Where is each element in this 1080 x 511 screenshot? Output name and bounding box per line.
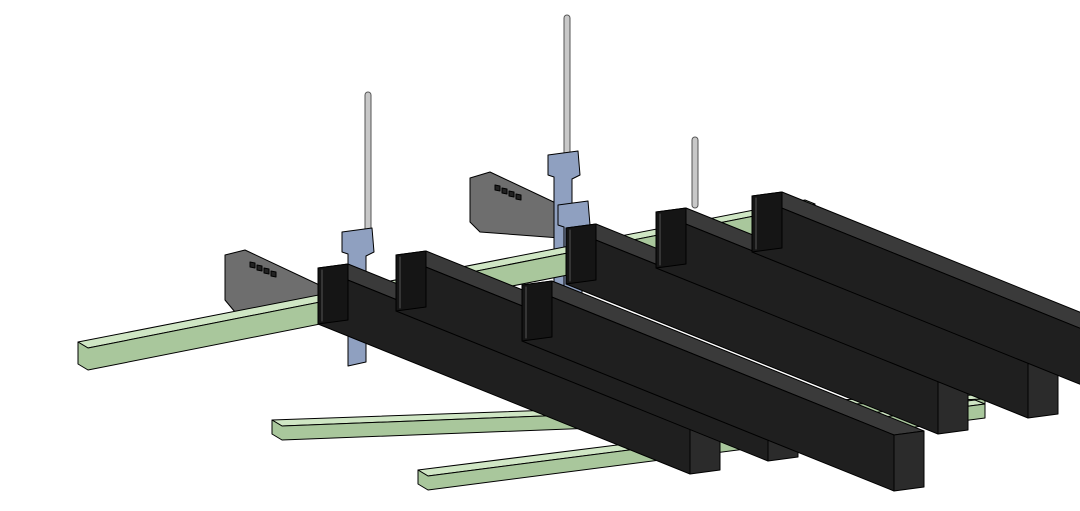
baffle-front-cap — [655, 207, 687, 269]
black-baffles — [317, 191, 1080, 492]
baffle-front-cap — [521, 280, 553, 342]
baffle-front-cap — [565, 223, 597, 285]
carrier-slot — [256, 264, 263, 272]
carrier-slot — [263, 267, 270, 275]
baffle-front-cap — [317, 263, 349, 325]
carrier-channel — [469, 171, 561, 239]
carrier-slot — [249, 261, 256, 269]
baffle-front-cap — [395, 250, 427, 312]
carrier-slot — [494, 184, 501, 192]
carrier-slot — [501, 187, 508, 195]
carrier-slot — [515, 193, 522, 201]
baffle-end-face — [893, 430, 925, 492]
carrier-slot — [508, 190, 515, 198]
carrier-slot — [270, 270, 277, 278]
baffle-front-cap — [751, 191, 783, 253]
